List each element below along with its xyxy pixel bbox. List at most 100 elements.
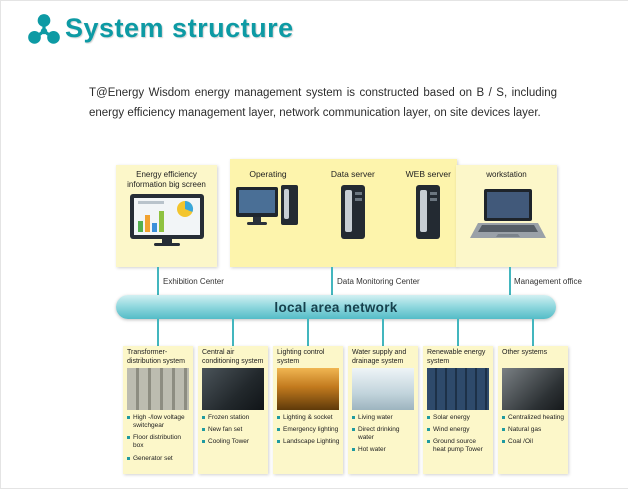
bullet-marker: [352, 448, 355, 452]
bullet-marker: [202, 440, 205, 444]
bullet-marker: [352, 416, 355, 419]
bullet-item: New fan set: [198, 426, 268, 434]
bullet-text: High -/low voltage switchgear: [133, 414, 185, 430]
system-box-transformer: Transformer- distribution system High -/…: [123, 346, 193, 474]
bullet-text: Lighting & socket: [283, 414, 333, 421]
laptop-icon: [469, 189, 546, 239]
bullet-item: Wind energy: [423, 426, 493, 434]
bullet-text: Generator set: [133, 454, 173, 462]
lan-bar: local area network: [116, 295, 556, 319]
bullet-text: Centralized heating: [508, 414, 565, 421]
bullet-item: Frozen station: [198, 414, 268, 422]
bullet-text: Landscape Lighting: [283, 438, 340, 446]
connector-system-6: [532, 319, 534, 346]
connector-system-1: [157, 319, 159, 346]
bullet-text: Direct drinking water: [358, 426, 400, 442]
bullet-item: Living water: [348, 414, 418, 422]
bullet-item: Landscape Lighting: [273, 438, 343, 446]
bullet-marker: [127, 416, 130, 419]
chiller-plant-photo: [202, 368, 264, 410]
web-server-tower-icon: [416, 185, 441, 239]
bullet-marker: [427, 440, 430, 444]
bullet-marker: [277, 416, 280, 419]
bullet-item: High -/low voltage switchgear: [123, 414, 193, 430]
system-box-renewable: Renewable energy system Solar energy Win…: [423, 346, 493, 474]
page-title: System structure: [65, 13, 294, 43]
bullet-text: Cooling Tower: [208, 438, 250, 446]
connector-system-2: [232, 319, 234, 346]
bullet-text: Solar energy: [433, 414, 470, 421]
bullet-item: Lighting & socket: [273, 414, 343, 422]
solar-panels-photo: [427, 368, 489, 410]
workstation-node: workstation: [456, 165, 557, 267]
data-server-column: Data server: [331, 159, 375, 267]
cluster-logo-icon: [28, 14, 60, 44]
bullet-item: Direct drinking water: [348, 426, 418, 442]
system-title: Lighting control system: [277, 349, 325, 365]
system-box-water: Water supply and drainage system Living …: [348, 346, 418, 474]
bullet-item: Solar energy: [423, 414, 493, 422]
caption-management-office: Management office: [514, 277, 582, 286]
big-screen-label: Energy efficiency information big screen: [127, 170, 206, 190]
connector-system-3: [307, 319, 309, 346]
connector-system-4: [382, 319, 384, 346]
caption-data-monitoring-center: Data Monitoring Center: [337, 277, 420, 286]
system-box-lighting: Lighting control system Lighting & socke…: [273, 346, 343, 474]
bullet-item: Cooling Tower: [198, 438, 268, 446]
connector-data-monitoring: [331, 267, 333, 295]
bullet-text: New fan set: [208, 426, 243, 434]
system-title: Central air conditioning system: [202, 349, 264, 365]
bullet-marker: [277, 440, 280, 444]
caption-exhibition-center: Exhibition Center: [163, 277, 224, 286]
operating-column: Operating: [236, 159, 300, 267]
bullet-marker: [127, 456, 130, 460]
bullet-marker: [277, 428, 280, 432]
system-box-air-conditioning: Central air conditioning system Frozen s…: [198, 346, 268, 474]
bullet-text: Coal /Oil: [508, 438, 533, 446]
connector-system-5: [457, 319, 459, 346]
switchgear-room-photo: [127, 368, 189, 410]
system-title: Transformer- distribution system: [127, 349, 185, 365]
bullet-item: Centralized heating: [498, 414, 568, 422]
bullet-text: Ground source heat pump Tower: [433, 438, 483, 454]
system-title: Other systems: [502, 349, 548, 356]
bullet-text: Hot water: [358, 446, 386, 454]
water-faucet-photo: [352, 368, 414, 410]
data-center-node: Operating Data server WEB server: [230, 159, 457, 267]
intro-text: T@Energy Wisdom energy management system…: [89, 87, 557, 119]
system-title: Water supply and drainage system: [352, 349, 407, 365]
bullet-item: Hot water: [348, 446, 418, 454]
connector-exhibition: [157, 267, 159, 295]
web-server-column: WEB server: [406, 159, 451, 267]
bullet-marker: [427, 416, 430, 419]
bullet-item: Coal /Oil: [498, 438, 568, 446]
workstation-label: workstation: [486, 170, 527, 179]
bullet-text: Floor distribution box: [133, 434, 182, 450]
bullet-marker: [127, 436, 130, 440]
bullet-text: Frozen station: [208, 414, 250, 421]
big-screen-monitor-icon: [129, 193, 204, 246]
system-box-other: Other systems Centralized heating Natura…: [498, 346, 568, 474]
bullet-item: Floor distribution box: [123, 434, 193, 450]
connector-management: [509, 267, 511, 295]
bullet-marker: [502, 416, 505, 419]
bullet-text: Emergency lighting: [283, 426, 339, 434]
lan-bar-label: local area network: [274, 299, 398, 315]
operating-label: Operating: [249, 169, 287, 179]
bullet-item: Generator set: [123, 455, 193, 463]
bullet-text: Wind energy: [433, 426, 470, 434]
bullet-marker: [202, 416, 205, 419]
data-server-tower-icon: [340, 185, 365, 239]
web-server-label: WEB server: [405, 169, 451, 179]
data-server-label: Data server: [330, 169, 375, 179]
bullet-marker: [502, 440, 505, 444]
operating-workstation-icon: [236, 185, 298, 225]
bullet-item: Ground source heat pump Tower: [423, 438, 493, 454]
bullet-marker: [202, 428, 205, 432]
lighting-photo: [277, 368, 339, 410]
big-screen-node: Energy efficiency information big screen: [116, 165, 217, 267]
bullet-marker: [502, 428, 505, 432]
other-systems-photo: [502, 368, 564, 410]
bullet-item: Natural gas: [498, 426, 568, 434]
